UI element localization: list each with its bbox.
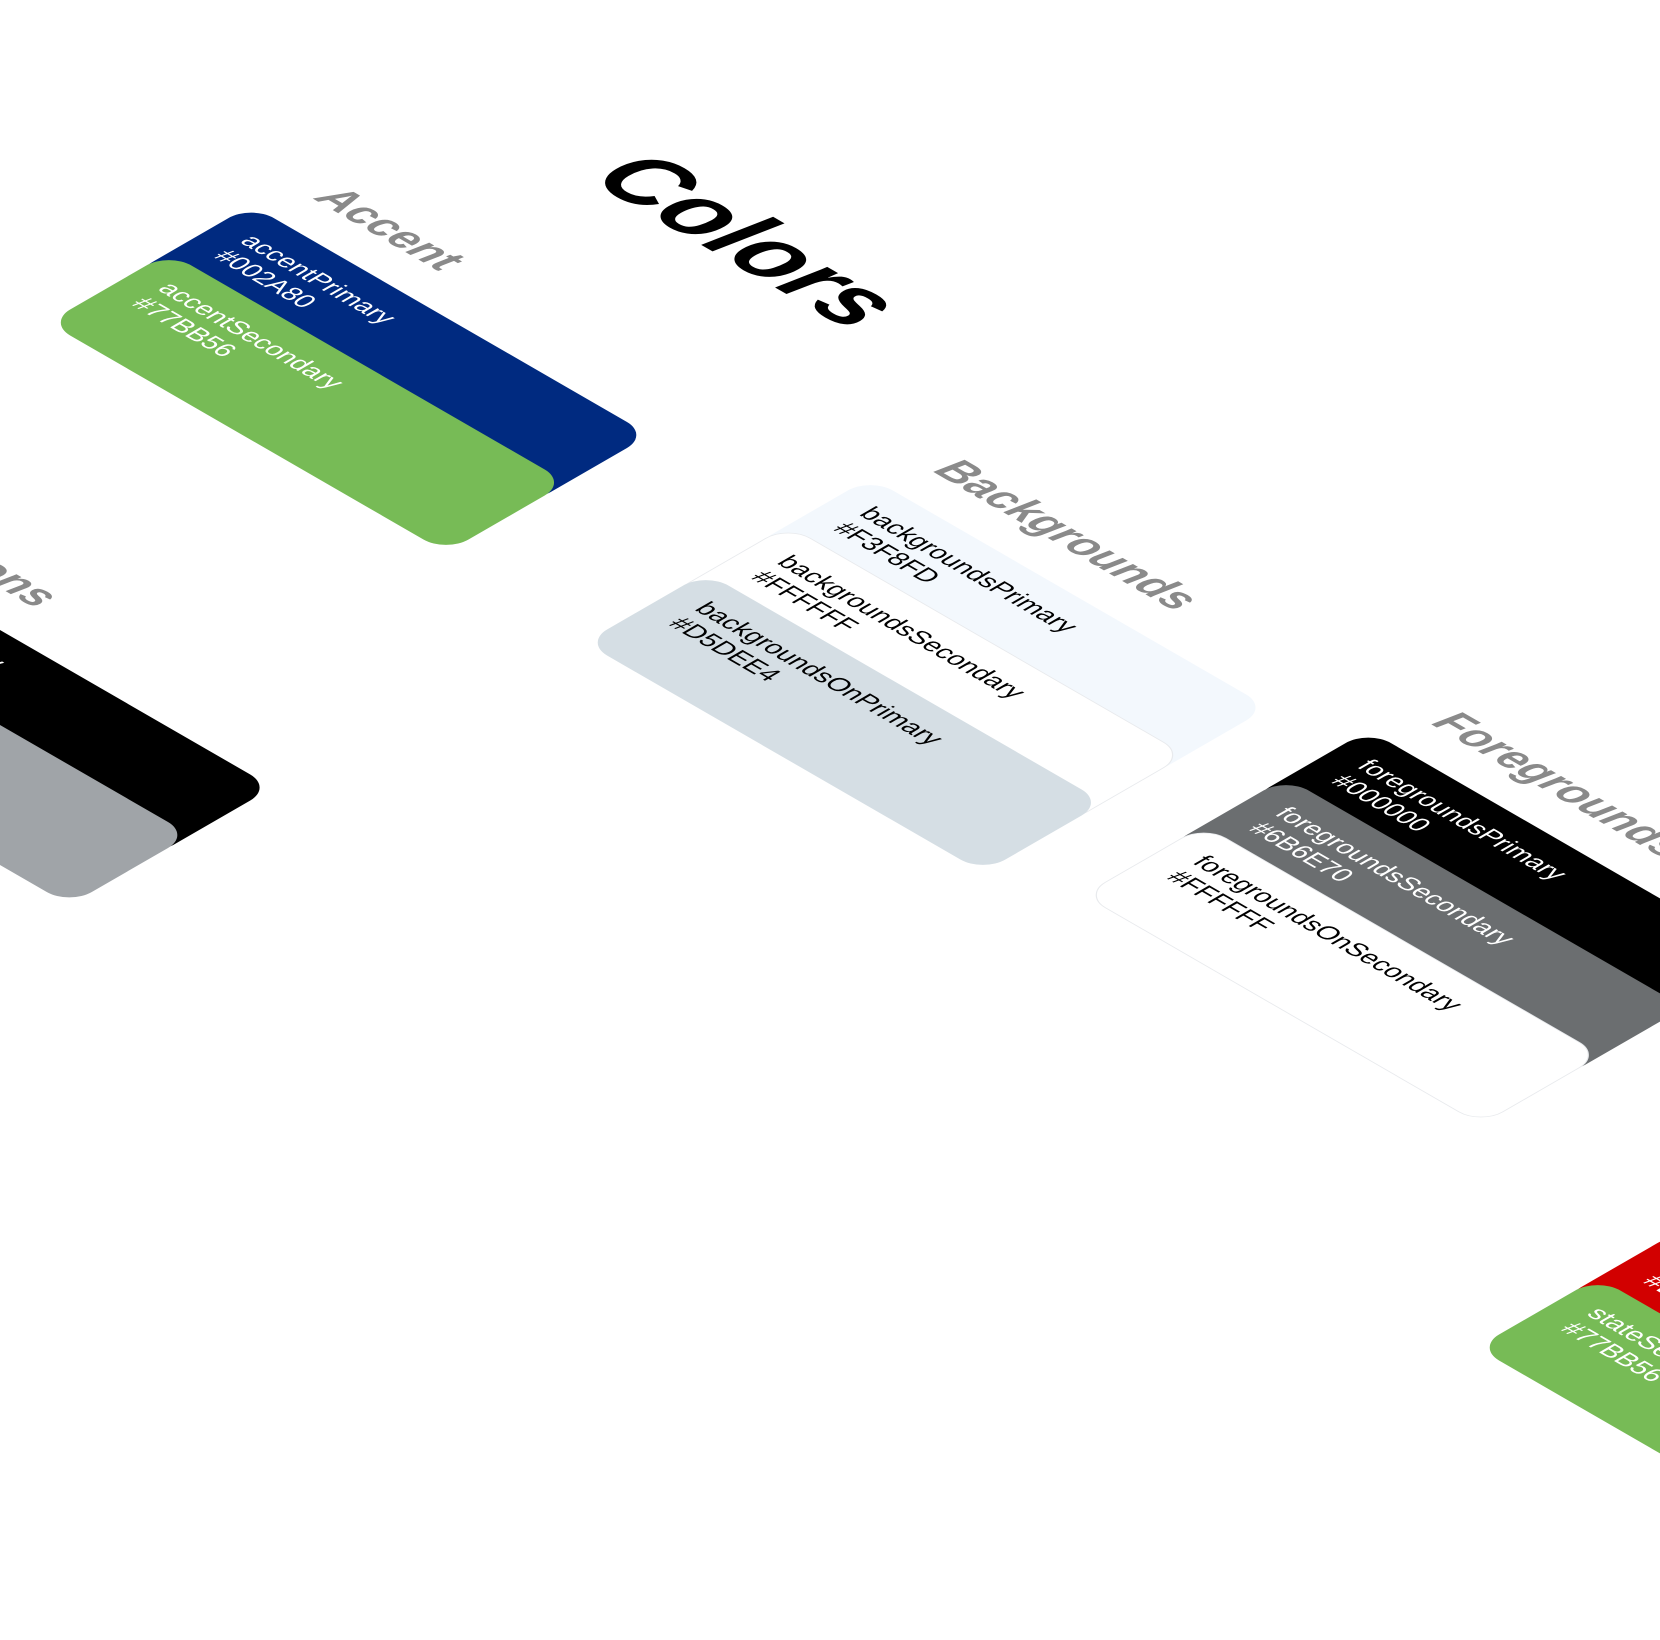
color-swatch-stateSelected: stateSelected#77BB56 [1476,1277,1660,1578]
swatch-label: stateSelected#77BB56 [1554,1303,1660,1412]
group-title-icons: Icons [0,532,71,614]
page-title: Colors [570,137,927,343]
